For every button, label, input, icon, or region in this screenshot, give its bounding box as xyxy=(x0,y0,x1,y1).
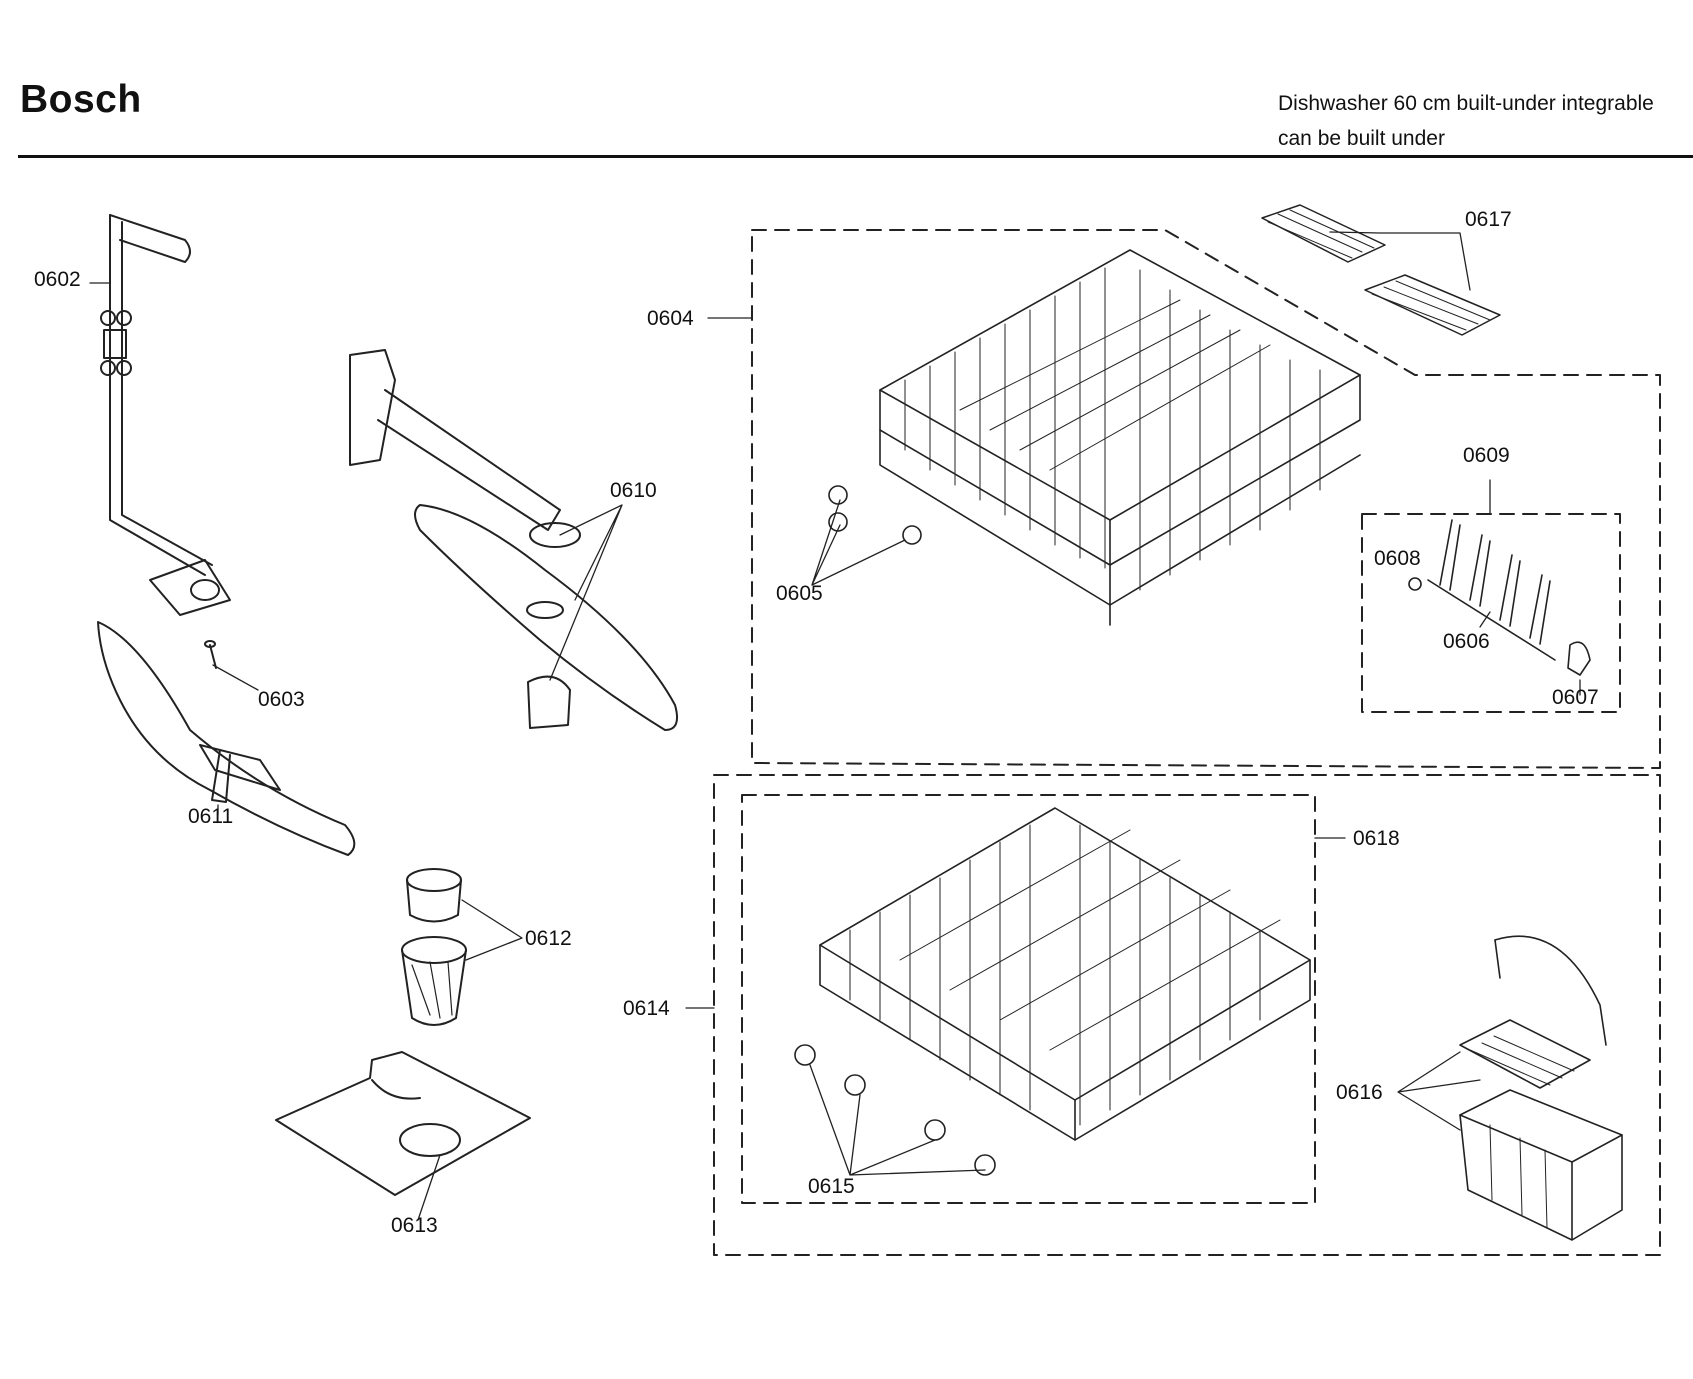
accessory-frame-0609 xyxy=(1361,513,1621,713)
label-0605: 0605 xyxy=(776,582,823,605)
header-divider xyxy=(18,155,1693,158)
label-0608: 0608 xyxy=(1374,547,1421,570)
leader-0605 xyxy=(811,499,906,586)
label-0611: 0611 xyxy=(188,805,233,828)
leader-0615 xyxy=(809,1064,986,1176)
label-0615: 0615 xyxy=(808,1175,855,1198)
spray-tube-0602 xyxy=(100,214,231,616)
leader-0617 xyxy=(1329,231,1471,291)
leader-0606 xyxy=(1479,611,1491,628)
lower-basket-inner-frame xyxy=(741,794,1316,1204)
label-0603: 0603 xyxy=(258,688,305,711)
label-0609: 0609 xyxy=(1463,444,1510,467)
upper-basket xyxy=(828,249,1361,626)
racks-0617 xyxy=(1261,204,1501,336)
label-0612: 0612 xyxy=(525,927,572,950)
label-0606: 0606 xyxy=(1443,630,1490,653)
leader-0616 xyxy=(1397,1051,1481,1131)
leader-lines xyxy=(89,231,1581,1221)
screw-0603 xyxy=(204,640,217,669)
lower-spray-arm-0611 xyxy=(97,621,356,856)
leader-0603 xyxy=(212,664,259,691)
label-0618: 0618 xyxy=(1353,827,1400,850)
cutlery-basket-0616 xyxy=(1459,935,1623,1241)
upper-basket-frame xyxy=(751,229,1661,769)
leader-0610 xyxy=(549,504,623,681)
upper-spray-arm-0610 xyxy=(349,349,678,731)
part-labels: 0602 0603 0604 0605 0606 0607 0608 0609 … xyxy=(34,208,1599,1237)
label-0610: 0610 xyxy=(610,479,657,502)
label-0614: 0614 xyxy=(623,997,670,1020)
label-0602: 0602 xyxy=(34,268,81,291)
description-line-2: can be built under xyxy=(1278,127,1445,150)
filter-plate-0613 xyxy=(275,1051,531,1196)
lower-basket xyxy=(794,807,1311,1176)
lower-basket-outer-frame xyxy=(713,774,1661,1256)
assembly-frames xyxy=(713,229,1661,1256)
label-0616: 0616 xyxy=(1336,1081,1383,1104)
leader-0613 xyxy=(417,1154,441,1221)
leader-0612 xyxy=(461,899,523,961)
label-0607: 0607 xyxy=(1552,686,1599,709)
description-line-1: Dishwasher 60 cm built-under integrable xyxy=(1278,92,1654,115)
label-0613: 0613 xyxy=(391,1214,438,1237)
model-description: Dishwasher 60 cm built-under integrable … xyxy=(1278,86,1654,156)
brand-title: Bosch xyxy=(20,78,142,121)
filter-0612 xyxy=(401,868,467,1026)
label-0617: 0617 xyxy=(1465,208,1512,231)
accessory-set-0609 xyxy=(1408,519,1591,676)
label-0604: 0604 xyxy=(647,307,694,330)
